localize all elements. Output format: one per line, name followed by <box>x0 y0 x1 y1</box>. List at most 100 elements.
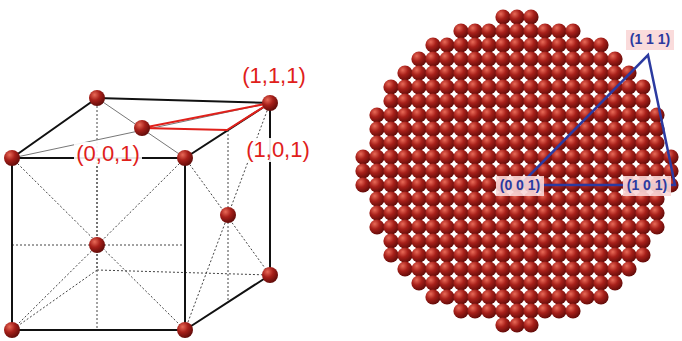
atom <box>481 177 496 192</box>
atom <box>467 289 482 304</box>
atom <box>495 219 510 234</box>
atom <box>383 93 398 108</box>
atom <box>551 219 566 234</box>
atom <box>467 65 482 80</box>
atom <box>509 51 524 66</box>
atom <box>453 79 468 94</box>
atom <box>481 23 496 38</box>
atom <box>509 65 524 80</box>
atom <box>523 121 538 136</box>
atom <box>453 107 468 122</box>
atom <box>355 163 370 178</box>
atom <box>621 79 636 94</box>
atom <box>383 219 398 234</box>
atom <box>537 121 552 136</box>
atom <box>411 65 426 80</box>
atom <box>593 121 608 136</box>
atom <box>411 219 426 234</box>
atom <box>565 23 580 38</box>
atom <box>509 149 524 164</box>
atom <box>439 93 454 108</box>
atom <box>425 163 440 178</box>
atom <box>425 121 440 136</box>
atom <box>565 191 580 206</box>
atom <box>439 261 454 276</box>
atom <box>523 219 538 234</box>
atom <box>537 135 552 150</box>
atom <box>579 51 594 66</box>
atom <box>453 205 468 220</box>
atom <box>565 79 580 94</box>
atom <box>425 233 440 248</box>
atom <box>439 289 454 304</box>
atom <box>411 177 426 192</box>
atom <box>565 107 580 122</box>
atom <box>425 219 440 234</box>
atom <box>635 233 650 248</box>
atom <box>551 37 566 52</box>
atom <box>537 23 552 38</box>
atom <box>635 219 650 234</box>
atom <box>551 121 566 136</box>
atom <box>607 205 622 220</box>
atom <box>397 135 412 150</box>
atom <box>593 275 608 290</box>
atom <box>397 107 412 122</box>
atom <box>425 93 440 108</box>
atom <box>439 275 454 290</box>
atom <box>593 289 608 304</box>
atom <box>537 289 552 304</box>
atom <box>593 205 608 220</box>
atom <box>411 93 426 108</box>
atom <box>397 93 412 108</box>
atom <box>551 247 566 262</box>
atom <box>579 205 594 220</box>
atom <box>397 65 412 80</box>
hidden-edges <box>12 98 270 330</box>
atom <box>453 303 468 318</box>
atom <box>481 121 496 136</box>
atom <box>551 303 566 318</box>
atom <box>425 107 440 122</box>
atom <box>411 121 426 136</box>
atom <box>523 261 538 276</box>
coordinate-label: (1,1,1) <box>240 64 308 88</box>
atom <box>551 289 566 304</box>
atom <box>537 37 552 52</box>
atom <box>355 149 370 164</box>
plane-label: (0 0 1) <box>496 176 544 195</box>
atom <box>607 163 622 178</box>
atom <box>453 247 468 262</box>
atom <box>481 219 496 234</box>
atom <box>481 149 496 164</box>
atom <box>565 247 580 262</box>
atom <box>439 135 454 150</box>
atom <box>621 149 636 164</box>
atom <box>397 149 412 164</box>
atom <box>635 79 650 94</box>
atom <box>565 51 580 66</box>
atom <box>383 163 398 178</box>
atom <box>495 37 510 52</box>
atom <box>425 289 440 304</box>
atom <box>537 205 552 220</box>
atom <box>439 163 454 178</box>
atom <box>509 9 524 24</box>
atom <box>425 205 440 220</box>
atom <box>635 205 650 220</box>
atom <box>495 247 510 262</box>
atom <box>397 261 412 276</box>
atom <box>537 107 552 122</box>
atom <box>565 275 580 290</box>
atom <box>537 51 552 66</box>
atom <box>383 121 398 136</box>
atom <box>635 135 650 150</box>
atom <box>495 289 510 304</box>
atom <box>425 79 440 94</box>
atom-cluster <box>355 9 678 332</box>
atom <box>453 261 468 276</box>
atom <box>439 233 454 248</box>
atom <box>467 93 482 108</box>
atom <box>565 121 580 136</box>
atom <box>607 135 622 150</box>
